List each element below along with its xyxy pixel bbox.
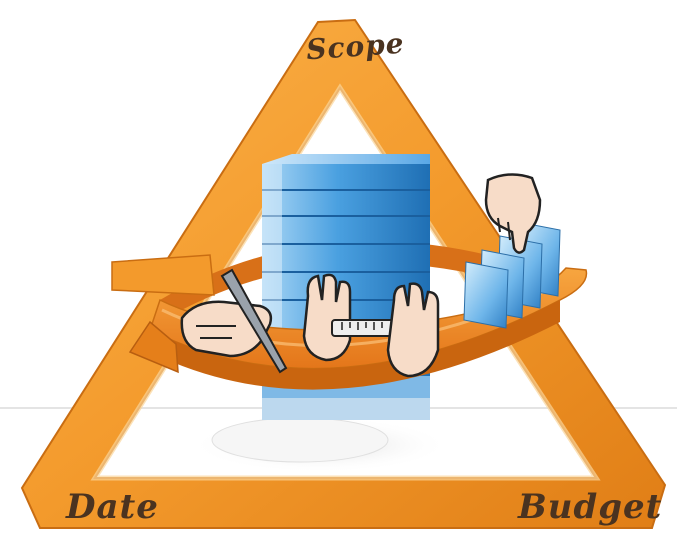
cycle-ring-back [160, 241, 540, 322]
pen-icon [220, 268, 288, 374]
measuring-hands-icon [302, 273, 440, 378]
pointing-hand-icon [484, 173, 542, 254]
scope-label: Scope [305, 27, 405, 67]
budget-label: Budget [517, 487, 662, 527]
date-label: Date [65, 487, 159, 527]
pedestal [211, 417, 389, 463]
writing-hand-icon [180, 268, 288, 374]
